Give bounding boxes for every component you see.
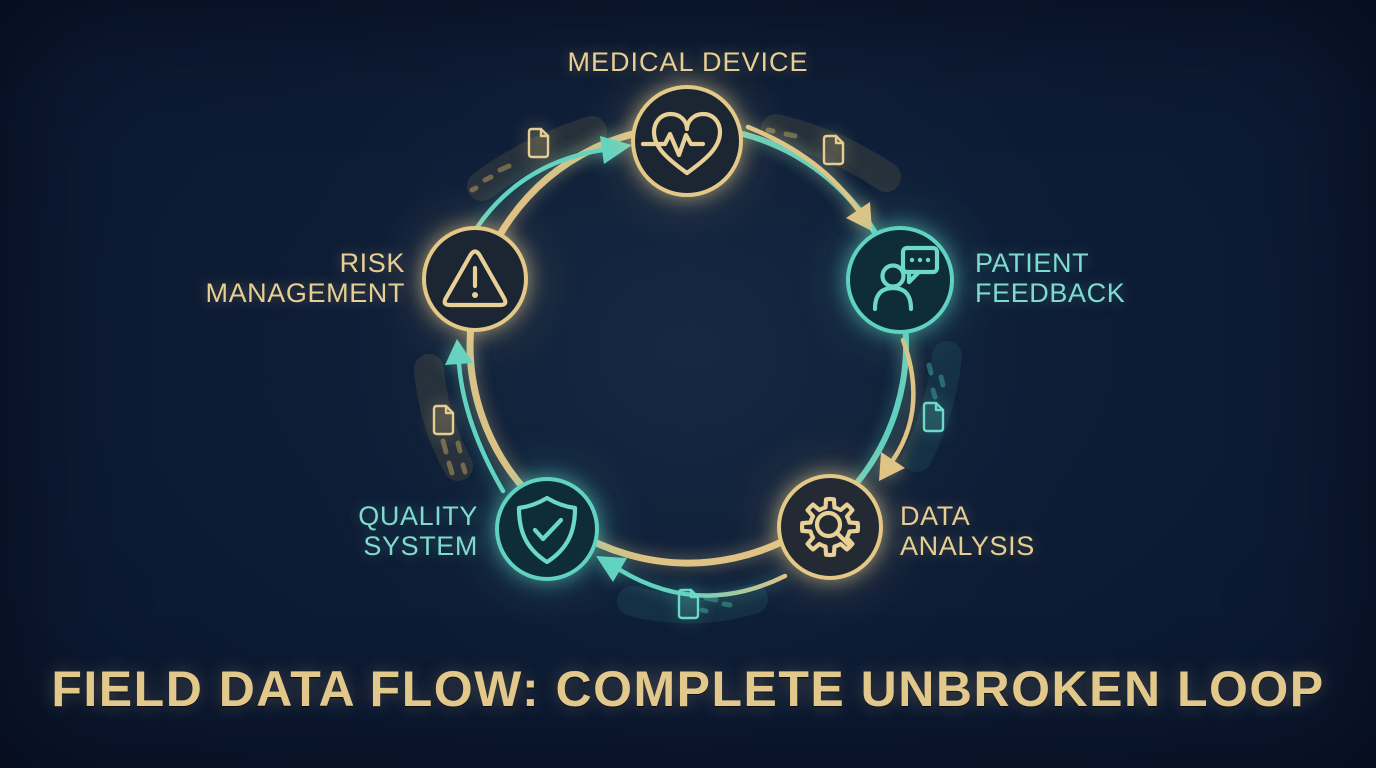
- node-patient-feedback: [846, 226, 954, 334]
- ring-gold-arc: [466, 123, 825, 567]
- label-line: MANAGEMENT: [205, 278, 405, 308]
- label-line: QUALITY: [358, 501, 478, 531]
- label-line: RISK: [339, 248, 405, 278]
- label-data-analysis: DATA ANALYSIS: [900, 501, 1035, 561]
- arrow-device-to-feedback: [745, 124, 872, 231]
- label-line: PATIENT: [975, 248, 1090, 278]
- label-line: DATA: [900, 501, 971, 531]
- document-icon: [922, 401, 945, 433]
- page-title: FIELD DATA FLOW: COMPLETE UNBROKEN LOOP: [51, 661, 1325, 717]
- node-circle: [495, 477, 599, 581]
- trail: [467, 116, 607, 201]
- node-data-analysis: [777, 474, 883, 580]
- node-medical-device: [631, 85, 743, 197]
- warning-triangle-icon: [442, 249, 508, 308]
- document-icon: [822, 134, 845, 166]
- label-risk-management: RISK MANAGEMENT: [205, 248, 405, 308]
- document-icons: [432, 127, 945, 620]
- label-patient-feedback: PATIENT FEEDBACK: [975, 248, 1125, 308]
- node-quality-system: [495, 477, 599, 581]
- label-line: FEEDBACK: [975, 278, 1126, 308]
- arrow-risk-to-device: [475, 136, 632, 229]
- person-chat-icon: [872, 245, 940, 312]
- label-quality-system: QUALITY SYSTEM: [358, 501, 478, 561]
- node-circle: [777, 474, 883, 580]
- node-risk-management: [422, 226, 528, 332]
- node-circle: [846, 226, 954, 334]
- label-line: MEDICAL DEVICE: [567, 47, 809, 77]
- trail: [761, 114, 901, 192]
- flow-arrows: [445, 124, 916, 598]
- label-medical-device: MEDICAL DEVICE: [567, 47, 808, 77]
- document-icon: [432, 404, 455, 436]
- label-line: SYSTEM: [363, 531, 478, 561]
- heart-pulse-icon: [640, 111, 723, 176]
- arrow-analysis-to-quality: [596, 556, 788, 598]
- label-line: ANALYSIS: [900, 531, 1035, 561]
- document-icon: [677, 588, 700, 620]
- arrow-quality-to-risk: [445, 339, 506, 494]
- trail: [414, 354, 473, 481]
- document-icon: [527, 127, 550, 159]
- arrow-feedback-to-analysis: [879, 337, 916, 481]
- gear-magnifier-icon: [799, 496, 861, 558]
- shield-check-icon: [516, 495, 578, 565]
- trail-dashes: [440, 127, 946, 614]
- trail: [617, 584, 768, 624]
